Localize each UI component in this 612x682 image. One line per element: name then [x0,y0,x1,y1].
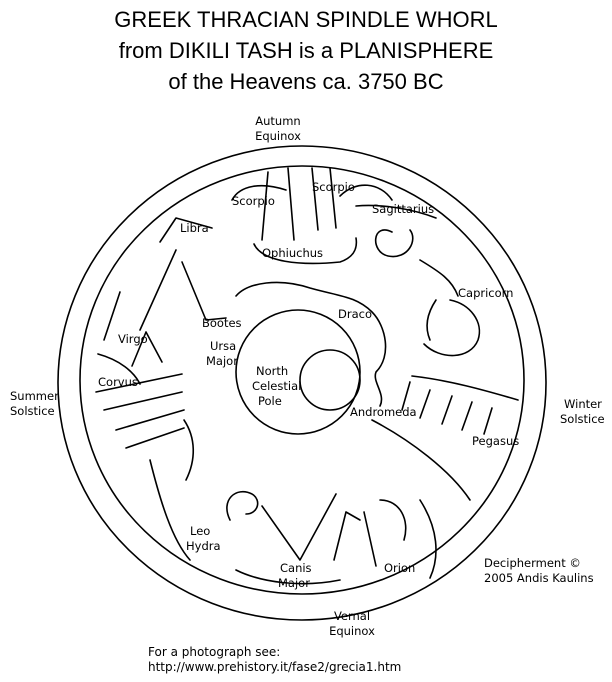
sagittarius-spiral [376,230,458,296]
label-pegasus: Pegasus [472,434,519,448]
photo-note-label: For a photograph see: [148,645,280,659]
svg-text:2005 Andis Kaulins: 2005 Andis Kaulins [484,571,594,585]
svg-text:Canis: Canis [280,561,312,575]
label-scorpio-right: Scorpio [312,180,355,194]
central-outer-ring [236,310,360,434]
label-credit: Decipherment © 2005 Andis Kaulins [484,556,594,585]
label-vernal-equinox: Vernal Equinox [329,609,375,638]
svg-text:Celestial: Celestial [252,379,301,393]
svg-text:Hydra: Hydra [186,539,221,553]
svg-text:Ursa: Ursa [210,339,236,353]
label-ophiuchus: Ophiuchus [262,246,323,260]
central-inner-ring [300,350,360,410]
svg-text:Winter: Winter [564,397,602,411]
label-corvus: Corvus [98,375,138,389]
label-scorpio-left: Scorpio [232,194,275,208]
svg-text:Leo: Leo [190,524,210,538]
label-draco: Draco [338,307,372,321]
svg-text:Equinox: Equinox [329,624,375,638]
photo-note-url[interactable]: http://www.prehistory.it/fase2/grecia1.h… [148,660,401,674]
svg-text:Solstice: Solstice [10,404,55,418]
label-sagittarius: Sagittarius [372,202,434,216]
label-canis-major: Canis Major [278,561,312,590]
label-libra: Libra [180,221,209,235]
svg-text:Vernal: Vernal [334,609,370,623]
svg-text:Major: Major [278,576,310,590]
whorl-inner-rim [80,166,524,594]
svg-text:Summer: Summer [10,389,59,403]
label-north-celestial-pole: North Celestial Pole [252,364,301,408]
svg-text:Pole: Pole [258,394,282,408]
label-autumn-equinox: Autumn Equinox [255,114,301,143]
label-virgo: Virgo [118,332,148,346]
svg-text:Major: Major [206,354,238,368]
corvus-strokes [96,374,193,480]
capricorn-figure [424,300,479,356]
svg-text:Solstice: Solstice [560,412,605,426]
label-ursa-major: Ursa Major [206,339,238,368]
label-leo-hydra: Leo Hydra [186,524,221,553]
svg-text:Equinox: Equinox [255,129,301,143]
label-winter-solstice: Winter Solstice [560,397,605,426]
svg-text:Decipherment ©: Decipherment © [484,556,581,570]
label-bootes: Boötes [202,316,242,330]
label-summer-solstice: Summer Solstice [10,389,59,418]
svg-text:Autumn: Autumn [255,114,300,128]
label-capricorn: Capricorn [458,286,513,300]
svg-text:North: North [256,364,288,378]
label-andromeda: Andromeda [350,405,417,419]
label-orion: Orion [384,561,415,575]
